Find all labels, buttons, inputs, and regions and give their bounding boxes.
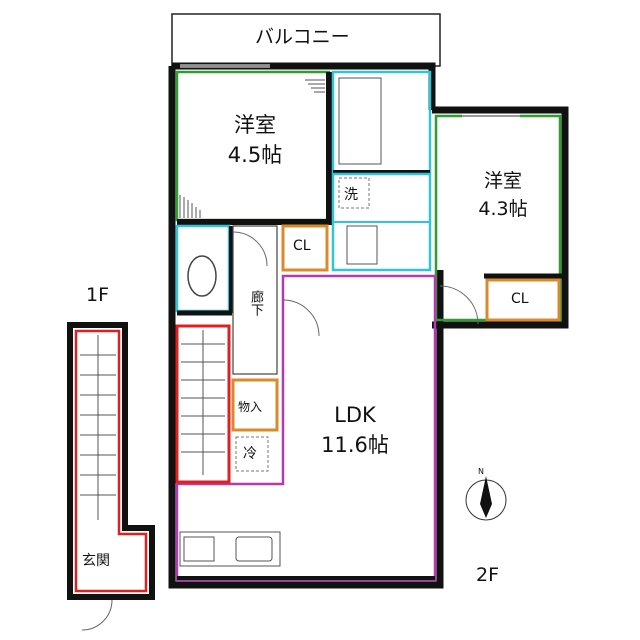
western-room-a-label: 洋室 4.5帖 — [215, 110, 295, 171]
entrance-label: 玄関 — [82, 553, 110, 569]
western-room-a-size: 4.5帖 — [227, 143, 283, 168]
stove — [183, 536, 215, 562]
western-room-a-name: 洋室 — [234, 113, 276, 137]
corridor-outline — [232, 225, 278, 375]
western-room-b-name: 洋室 — [483, 170, 522, 192]
bathtub — [338, 77, 382, 165]
toilet-room-outline — [175, 224, 231, 313]
fridge-spot — [235, 436, 269, 472]
second-floor-label: 2F — [476, 564, 500, 586]
kitchen-counter — [179, 531, 281, 567]
ldk-label: LDK 11.6帖 — [300, 400, 410, 461]
ldk-size: 11.6帖 — [321, 433, 389, 458]
stairs-1f-outline — [67, 322, 155, 600]
sink — [235, 536, 273, 562]
ldk-name: LDK — [334, 403, 376, 427]
basin-spot — [346, 225, 378, 265]
corridor-label: 廊下 — [248, 290, 263, 316]
washer-spot — [338, 177, 370, 209]
western-room-b-label: 洋室 4.3帖 — [463, 168, 543, 223]
toilet-bowl — [187, 255, 217, 297]
balcony-label: バルコニー — [255, 26, 350, 48]
closet-a-label: CL — [293, 238, 311, 254]
north-arrow-icon: N — [465, 467, 507, 521]
stairs-2f-outline — [175, 324, 231, 484]
storage-outline — [231, 378, 279, 432]
storage-label: 物入 — [238, 400, 263, 414]
first-floor-label: 1F — [86, 284, 110, 306]
western-room-b-size: 4.3帖 — [478, 197, 528, 220]
closet-b-label: CL — [511, 291, 529, 307]
laundry-label: 洗 — [344, 187, 358, 203]
closet-b-outline — [485, 278, 561, 322]
svg-text:N: N — [478, 467, 484, 476]
refrigerator-label: 冷 — [243, 446, 257, 462]
closet-a-outline — [281, 224, 329, 272]
